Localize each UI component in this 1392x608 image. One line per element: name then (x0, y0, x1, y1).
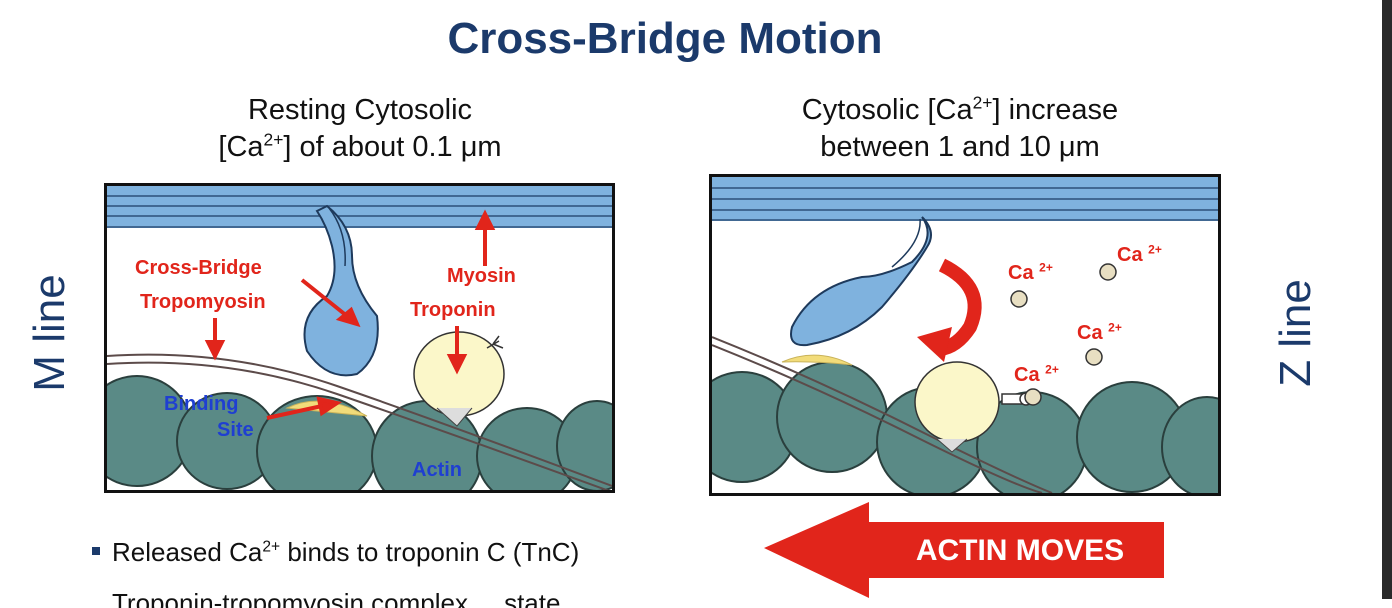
cross-bridge-label: Cross-Bridge (135, 257, 262, 279)
myosin-head (303, 204, 379, 377)
calcium-label-4: Ca 2+ (1014, 362, 1059, 386)
left-caption-line1: Resting Cytosolic (247, 94, 473, 126)
troponin-label: Troponin (410, 299, 496, 321)
tropomyosin-strand (712, 336, 1053, 493)
actin-moves-label: ACTIN MOVES (915, 534, 1125, 567)
resting-state-diagram (107, 186, 612, 490)
bullet-square-icon (92, 547, 100, 556)
tropomyosin-strand (107, 353, 612, 490)
thick-filament (712, 177, 1218, 221)
actin-moves-arrow (764, 502, 1164, 598)
tropomyosin-label: Tropomyosin (140, 291, 266, 313)
activated-state-diagram (712, 177, 1218, 493)
bullet-item-cutoff: Troponin-tropomyosin complex ... state (112, 588, 561, 608)
calcium-ions (1010, 263, 1117, 406)
thick-filament (107, 186, 612, 228)
annotation-arrows (204, 209, 496, 420)
site-label: Site (217, 419, 254, 441)
actin-filament (712, 361, 1218, 493)
z-line-label: Z line (1271, 279, 1320, 387)
right-caption: Cytosolic [Ca2+] increase between 1 and … (760, 92, 1160, 166)
left-caption-line2: [Ca2+] of about 0.1 μm (218, 129, 502, 163)
activated-state-panel: Ca 2+ Ca 2+ Ca 2+ Ca 2+ (709, 174, 1221, 496)
calcium-label-1: Ca 2+ (1008, 260, 1053, 284)
myosin-head (790, 216, 932, 347)
m-line-label: M line (25, 274, 74, 392)
myosin-label: Myosin (447, 265, 516, 287)
actin-label: Actin (412, 459, 462, 481)
right-caption-line1: Cytosolic [Ca2+] increase (801, 92, 1119, 126)
binding-label: Binding (164, 393, 239, 415)
bullet-item: Released Ca2+ binds to troponin C (TnC) (92, 537, 579, 568)
right-caption-line2: between 1 and 10 μm (820, 131, 1100, 163)
resting-state-panel: Cross-Bridge Tropomyosin Myosin Troponin… (104, 183, 615, 493)
rotation-arrow (917, 258, 982, 362)
left-caption: Resting Cytosolic [Ca2+] of about 0.1 μm (160, 92, 560, 166)
calcium-label-2: Ca 2+ (1117, 242, 1162, 266)
binding-site-patch (781, 354, 853, 366)
window-edge (1382, 0, 1392, 599)
calcium-label-3: Ca 2+ (1077, 320, 1122, 344)
slide-title: Cross-Bridge Motion (447, 14, 883, 63)
